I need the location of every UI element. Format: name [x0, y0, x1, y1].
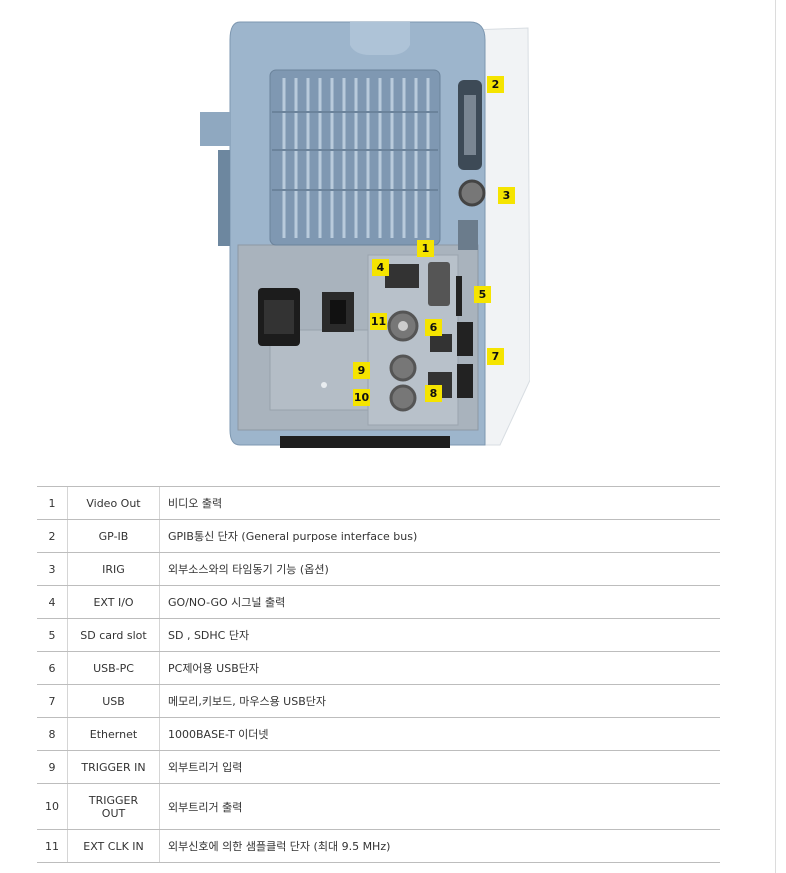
port-spec-table: 1 Video Out 비디오 출력 2 GP-IB GPIB통신 단자 (Ge…: [37, 486, 720, 863]
row-number: 1: [37, 486, 68, 520]
port-name: USB-PC: [67, 651, 160, 685]
port-description: PC제어용 USB단자: [159, 651, 720, 685]
table-row: 9 TRIGGER IN 외부트리거 입력: [37, 750, 720, 784]
callout-badge: 8: [425, 385, 442, 402]
table-row: 6 USB-PC PC제어용 USB단자: [37, 651, 720, 685]
port-description: 외부신호에 의한 샘플클럭 단자 (최대 9.5 MHz): [159, 829, 720, 863]
port-description: 외부트리거 입력: [159, 750, 720, 784]
table-row: 1 Video Out 비디오 출력: [37, 486, 720, 520]
port-name: TRIGGER OUT: [67, 783, 160, 830]
device-rear-panel-image: [200, 21, 530, 448]
row-number: 10: [37, 783, 68, 830]
callout-badge: 11: [370, 313, 387, 330]
callout-badge: 6: [425, 319, 442, 336]
row-number: 3: [37, 552, 68, 586]
callout-badge: 3: [498, 187, 515, 204]
table-row: 2 GP-IB GPIB통신 단자 (General purpose inter…: [37, 519, 720, 553]
row-number: 6: [37, 651, 68, 685]
callout-badge: 4: [372, 259, 389, 276]
row-number: 5: [37, 618, 68, 652]
port-name: EXT I/O: [67, 585, 160, 619]
callout-badge: 7: [487, 348, 504, 365]
row-number: 8: [37, 717, 68, 751]
port-description: 비디오 출력: [159, 486, 720, 520]
port-name: TRIGGER IN: [67, 750, 160, 784]
port-name: IRIG: [67, 552, 160, 586]
port-name: USB: [67, 684, 160, 718]
table-row: 11 EXT CLK IN 외부신호에 의한 샘플클럭 단자 (최대 9.5 M…: [37, 829, 720, 863]
port-description: 메모리,키보드, 마우스용 USB단자: [159, 684, 720, 718]
page-divider: [775, 0, 776, 873]
port-name: Video Out: [67, 486, 160, 520]
table-row: 3 IRIG 외부소스와의 타임동기 기능 (옵션): [37, 552, 720, 586]
port-description: GPIB통신 단자 (General purpose interface bus…: [159, 519, 720, 553]
callout-badge: 9: [353, 362, 370, 379]
port-description: SD , SDHC 단자: [159, 618, 720, 652]
row-number: 9: [37, 750, 68, 784]
row-number: 11: [37, 829, 68, 863]
callout-badge: 1: [417, 240, 434, 257]
callout-badge: 2: [487, 76, 504, 93]
row-number: 4: [37, 585, 68, 619]
port-description: 1000BASE-T 이더넷: [159, 717, 720, 751]
callout-badge: 5: [474, 286, 491, 303]
table-row: 7 USB 메모리,키보드, 마우스용 USB단자: [37, 684, 720, 718]
port-name: Ethernet: [67, 717, 160, 751]
row-number: 7: [37, 684, 68, 718]
port-description: GO/NO-GO 시그널 출력: [159, 585, 720, 619]
port-name: EXT CLK IN: [67, 829, 160, 863]
port-description: 외부소스와의 타임동기 기능 (옵션): [159, 552, 720, 586]
table-row: 10 TRIGGER OUT 외부트리거 출력: [37, 783, 720, 830]
port-description: 외부트리거 출력: [159, 783, 720, 830]
table-row: 5 SD card slot SD , SDHC 단자: [37, 618, 720, 652]
callout-badge: 10: [353, 389, 370, 406]
port-name: GP-IB: [67, 519, 160, 553]
port-name: SD card slot: [67, 618, 160, 652]
table-row: 4 EXT I/O GO/NO-GO 시그널 출력: [37, 585, 720, 619]
table-row: 8 Ethernet 1000BASE-T 이더넷: [37, 717, 720, 751]
row-number: 2: [37, 519, 68, 553]
